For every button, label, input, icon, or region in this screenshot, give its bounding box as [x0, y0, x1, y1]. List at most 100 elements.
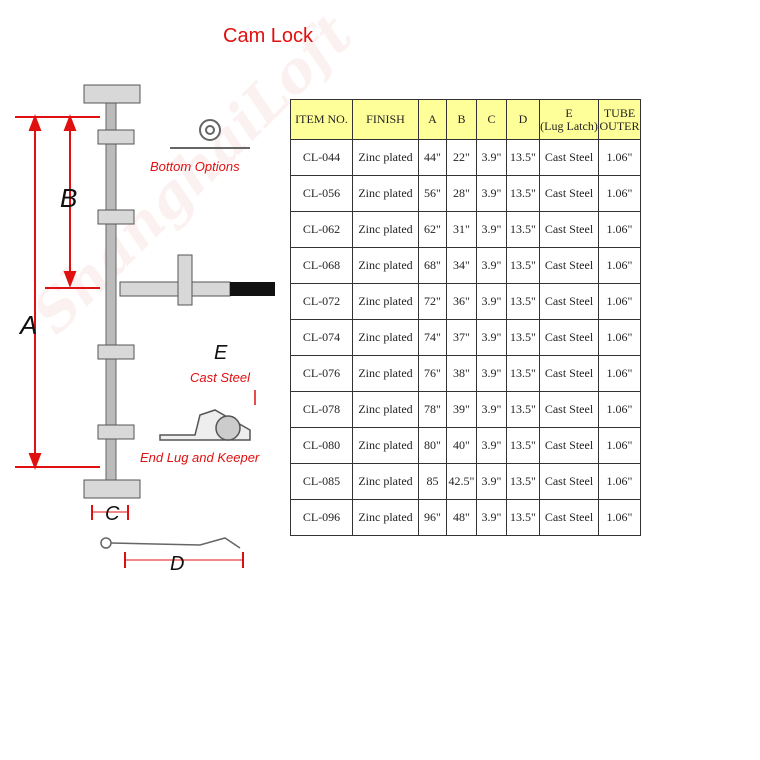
header-finish: FINISH [352, 99, 419, 140]
table-cell: 3.9" [476, 175, 507, 212]
table-cell: Cast Steel [539, 427, 599, 464]
table-cell: 3.9" [476, 391, 507, 428]
header-e: E(Lug Latch) [539, 99, 599, 140]
table-cell: 68" [418, 247, 447, 284]
table-cell: Cast Steel [539, 391, 599, 428]
table-cell: 3.9" [476, 283, 507, 320]
table-cell: 3.9" [476, 427, 507, 464]
table-cell: Cast Steel [539, 211, 599, 248]
table-cell: CL-076 [290, 355, 353, 392]
header-c: C [476, 99, 507, 140]
table-cell: Cast Steel [539, 283, 599, 320]
table-cell: 96" [418, 499, 447, 536]
cam-lock-drawing [15, 84, 275, 568]
table-cell: 3.9" [476, 499, 507, 536]
table-cell: 1.06" [598, 211, 641, 248]
table-cell: CL-044 [290, 139, 353, 176]
table-cell: 13.5" [506, 355, 540, 392]
table-cell: Cast Steel [539, 319, 599, 356]
table-cell: CL-096 [290, 499, 353, 536]
table-cell: 1.06" [598, 175, 641, 212]
table-cell: Zinc plated [352, 499, 419, 536]
header-e-line1: E [565, 105, 573, 120]
table-cell: CL-068 [290, 247, 353, 284]
bottom-options-label: Bottom Options [150, 159, 240, 174]
header-e-line2: (Lug Latch) [540, 118, 598, 133]
table-cell: 1.06" [598, 355, 641, 392]
table-cell: 44" [418, 139, 447, 176]
table-cell: 72" [418, 283, 447, 320]
table-cell: 13.5" [506, 175, 540, 212]
table-cell: 13.5" [506, 139, 540, 176]
table-cell: CL-074 [290, 319, 353, 356]
table-cell: 1.06" [598, 427, 641, 464]
table-cell: CL-056 [290, 175, 353, 212]
table-cell: 1.06" [598, 463, 641, 500]
table-cell: Zinc plated [352, 139, 419, 176]
b-label: B [60, 183, 78, 213]
table-cell: Zinc plated [352, 391, 419, 428]
table-cell: 42.5" [446, 463, 477, 500]
table-cell: CL-072 [290, 283, 353, 320]
table-cell: 76" [418, 355, 447, 392]
table-cell: 13.5" [506, 211, 540, 248]
table-cell: 38" [446, 355, 477, 392]
table-cell: Zinc plated [352, 463, 419, 500]
table-cell: 13.5" [506, 283, 540, 320]
d-label: D [170, 553, 185, 575]
table-cell: 31" [446, 211, 477, 248]
table-cell: 48" [446, 499, 477, 536]
c-label: C [105, 503, 120, 525]
header-item: ITEM NO. [290, 99, 353, 140]
table-cell: 1.06" [598, 139, 641, 176]
table-cell: Cast Steel [539, 355, 599, 392]
table-cell: 3.9" [476, 355, 507, 392]
table-cell: 13.5" [506, 391, 540, 428]
table-header: ITEM NO. FINISH A B C D E(Lug Latch) TUB… [290, 99, 641, 140]
table-cell: Zinc plated [352, 283, 419, 320]
table-cell: 1.06" [598, 283, 641, 320]
header-tube-line1: TUBE [603, 105, 636, 120]
table-cell: CL-062 [290, 211, 353, 248]
page-title: Cam Lock [223, 25, 314, 47]
table-cell: Cast Steel [539, 175, 599, 212]
table-cell: CL-080 [290, 427, 353, 464]
header-a: A [418, 99, 447, 140]
table-cell: Zinc plated [352, 247, 419, 284]
table-cell: 37" [446, 319, 477, 356]
table-cell: Zinc plated [352, 319, 419, 356]
table-cell: Zinc plated [352, 427, 419, 464]
latch-rod-icon [100, 537, 241, 549]
table-cell: 13.5" [506, 247, 540, 284]
table-cell: 22" [446, 139, 477, 176]
dimension-lines [15, 114, 244, 568]
table-cell: 1.06" [598, 319, 641, 356]
table-cell: 39" [446, 391, 477, 428]
table-cell: Zinc plated [352, 175, 419, 212]
table-cell: 3.9" [476, 463, 507, 500]
bottom-option-icon [170, 119, 250, 149]
table-cell: CL-085 [290, 463, 353, 500]
end-lug-label: End Lug and Keeper [140, 450, 260, 465]
table-cell: 62" [418, 211, 447, 248]
table-cell: 13.5" [506, 427, 540, 464]
table-cell: 78" [418, 391, 447, 428]
table-cell: 13.5" [506, 499, 540, 536]
table-cell: Cast Steel [539, 247, 599, 284]
table-cell: 85 [418, 463, 447, 500]
table-cell: Cast Steel [539, 139, 599, 176]
table-cell: 13.5" [506, 463, 540, 500]
table-cell: 3.9" [476, 139, 507, 176]
e-label: E [214, 342, 228, 364]
table-cell: Zinc plated [352, 355, 419, 392]
